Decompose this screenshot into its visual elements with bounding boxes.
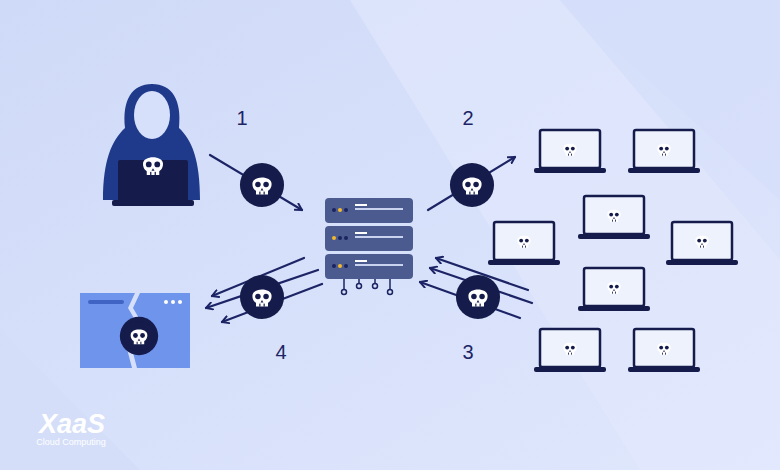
broken-website xyxy=(80,293,190,368)
server-symbol xyxy=(325,198,413,295)
hacker-figure xyxy=(103,84,200,206)
attack-arrows xyxy=(206,155,532,322)
logo-text: XaaS xyxy=(39,411,105,438)
logo-subtitle: Cloud Computing xyxy=(36,438,106,447)
callout-number: 1 xyxy=(236,108,247,128)
malware-badges xyxy=(240,163,500,319)
background-band xyxy=(350,0,780,470)
callout-number: 4 xyxy=(275,342,286,362)
bot-laptops xyxy=(488,130,738,372)
callout-number: 2 xyxy=(462,108,473,128)
callout-number: 3 xyxy=(462,342,473,362)
